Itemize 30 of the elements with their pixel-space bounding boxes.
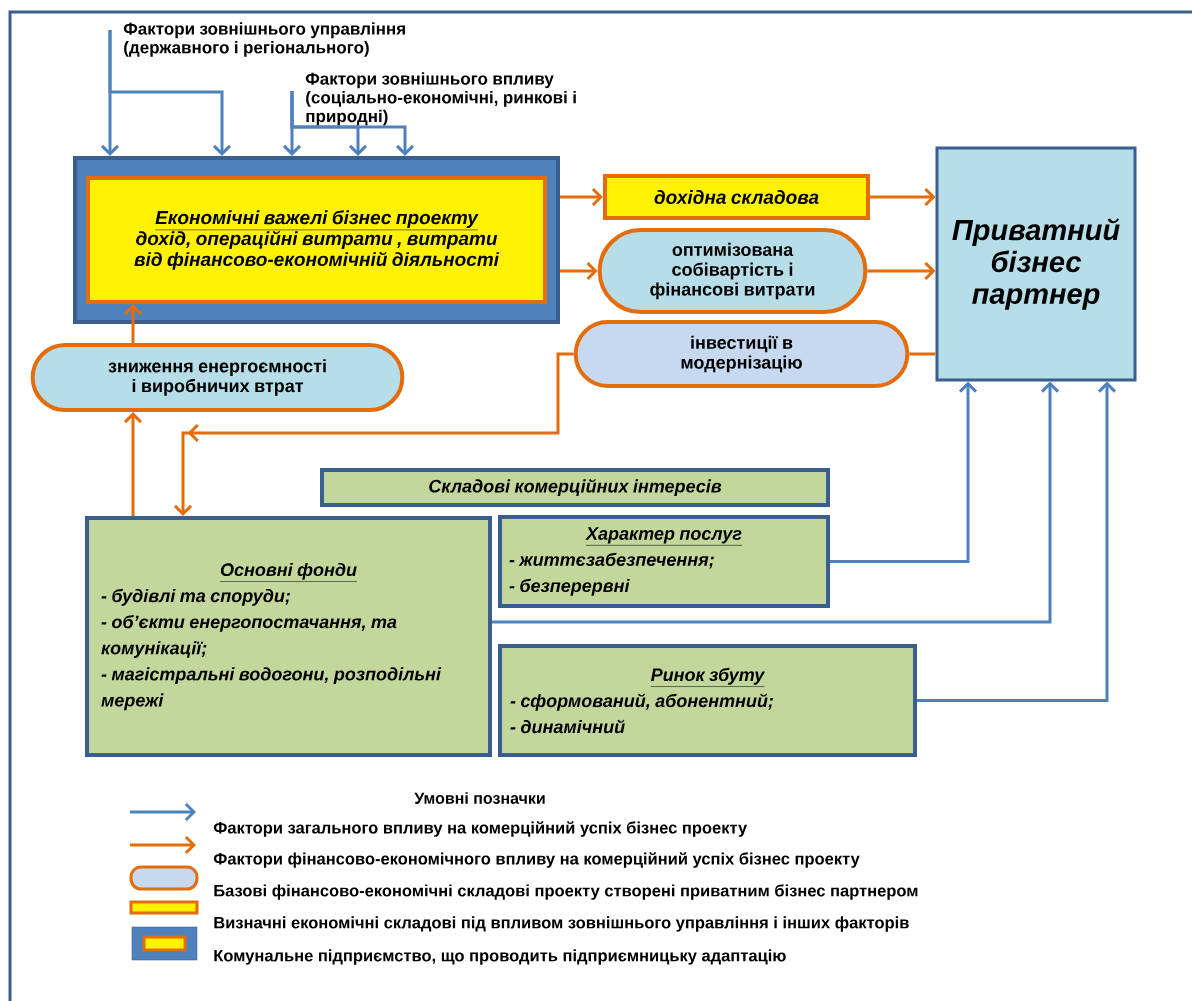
arrow xyxy=(560,261,598,281)
factor-label: Фактори зовнішнього управління (державного і регіонального) xyxy=(123,22,405,57)
heading-box: Складові комерційних інтересів xyxy=(320,468,830,507)
partner-box: Приватний бізнес партнер xyxy=(935,146,1137,382)
legend-text: Фактори фінансово-економічного впливу на комерційний успіх бізнес проекту xyxy=(213,852,860,868)
income-box: дохідна складова xyxy=(603,174,870,220)
arrow xyxy=(867,261,936,281)
legend-title: Умовні позначки xyxy=(414,792,545,804)
cost-pill: оптимізована собівартість і фінансові витрати xyxy=(597,228,868,314)
legend-text: Базові фінансово-економічні складові проекту створені приватним бізнес партнером xyxy=(214,884,918,900)
service-box: Характер послуг - життєзабезпечення; - безперервні xyxy=(498,515,830,608)
investment-pill: інвестиції в модернізацію xyxy=(573,320,910,388)
legend-text: Фактори загального впливу на комерційний успіх бізнес проекту xyxy=(213,821,748,837)
factor-label: Фактори зовнішнього впливу (соціально-економічні, ринкові і природні) xyxy=(305,72,576,126)
arrow xyxy=(560,187,603,207)
arrow xyxy=(492,381,1060,624)
arrow xyxy=(917,381,1117,702)
arrow xyxy=(108,30,232,156)
arrow xyxy=(123,304,143,343)
arrow xyxy=(870,187,936,207)
lever-box: Економічні важелі бізнес проекту дохід, операційні витрати , витрати від фінансово-економічній діяльності xyxy=(86,176,547,304)
fund-box: Основні фонди - будівлі та споруди; - об’єкти енергопостачання, та комунікації; - магістральні водогони, розподільні мережі xyxy=(85,516,492,757)
arrow xyxy=(173,352,574,516)
arrow xyxy=(290,91,415,156)
legend-text: Визначні економічні складові під впливом зовнішнього управління і інших факторів xyxy=(214,916,909,932)
market-box: Ринок збуту - сформований, абонентний; - динамічний xyxy=(498,644,917,757)
arrow xyxy=(123,412,143,516)
reduction-pill: зниження енергоємності і виробничих втрат xyxy=(30,343,405,412)
arrow xyxy=(830,381,978,563)
legend-text: Комунальне підприємство, що проводить підприємницьку адаптацію xyxy=(214,949,786,965)
